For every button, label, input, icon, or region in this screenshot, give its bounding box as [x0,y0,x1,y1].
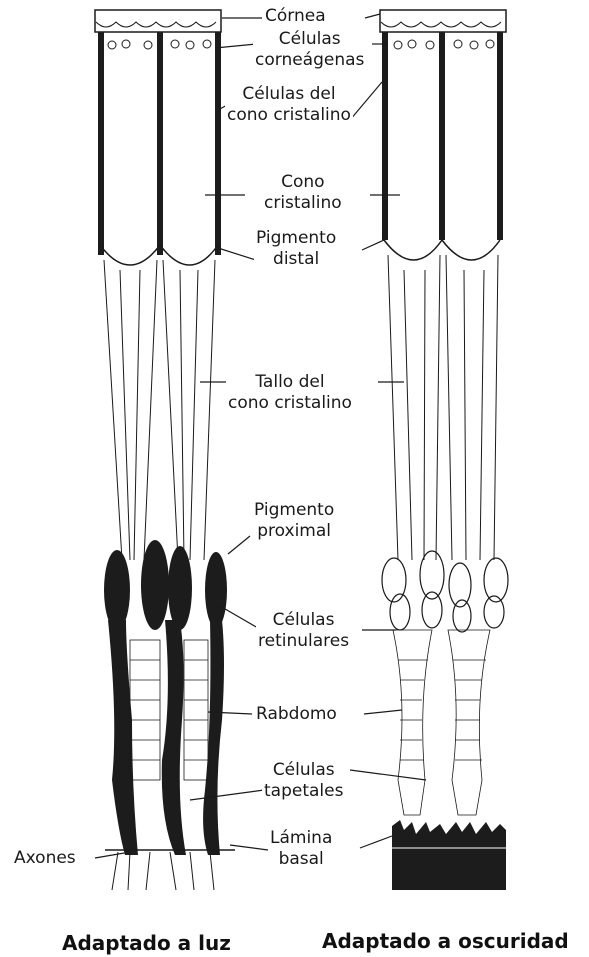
light-adapted-ommatidia [95,10,235,890]
caption-light-adapted: Adaptado a luz [62,931,231,955]
label-basal-line1: Lámina [270,828,332,849]
label-rhabdom: Rabdomo [254,704,339,725]
label-cornea: Córnea [263,6,328,27]
label-cone-cells-line2: cono cristalino [227,105,351,126]
label-tapetal-line1: Células [264,760,343,781]
retinular-cells-right [382,551,508,632]
label-corneagen-line2: corneágenas [255,50,364,71]
label-proximal-pigment: Pigmento proximal [252,500,336,542]
label-basal-line2: basal [270,849,332,870]
dark-adapted-ommatidia [380,10,510,890]
crystalline-cone-right [384,240,500,260]
proximal-pigment-right [392,820,506,890]
label-tapetal-cells: Células tapetales [262,760,345,802]
label-retinular-line2: retinulares [258,631,349,652]
distal-pigment-left [98,32,104,255]
label-cone-stalk: Tallo del cono cristalino [226,372,354,414]
label-stalk-line2: cono cristalino [228,393,352,414]
label-tapetal-line2: tapetales [264,781,343,802]
cornea-right [380,10,506,32]
label-cone-cells-line1: Células del [227,84,351,105]
label-basal-lamina: Lámina basal [268,828,334,870]
label-distal-line1: Pigmento [256,228,336,249]
label-retinular-line1: Células [258,610,349,631]
cornea-left [95,10,221,32]
caption-dark-adapted: Adaptado a oscuridad [322,929,569,953]
proximal-pigment-left [104,540,227,630]
leader-lines [95,14,426,858]
label-proximal-line1: Pigmento [254,500,334,521]
label-corneagen-line1: Células [255,29,364,50]
distal-pigment-right [382,32,388,240]
label-cone-line2: cristalino [264,193,342,214]
cone-stalk-left [104,260,215,560]
label-axons: Axones [12,848,78,869]
label-distal-pigment: Pigmento distal [254,228,338,270]
rhabdom-right [393,630,490,815]
axons-left [112,852,214,890]
label-crystalline-cone: Cono cristalino [262,172,344,214]
label-corneagen-cells: Células corneágenas [253,29,366,71]
label-cone-cells: Células del cono cristalino [225,84,353,126]
cone-stalk-right [388,255,498,560]
label-distal-line2: distal [256,249,336,270]
label-retinular-cells: Células retinulares [256,610,351,652]
label-proximal-line2: proximal [254,521,334,542]
label-cone-line1: Cono [264,172,342,193]
label-stalk-line1: Tallo del [228,372,352,393]
